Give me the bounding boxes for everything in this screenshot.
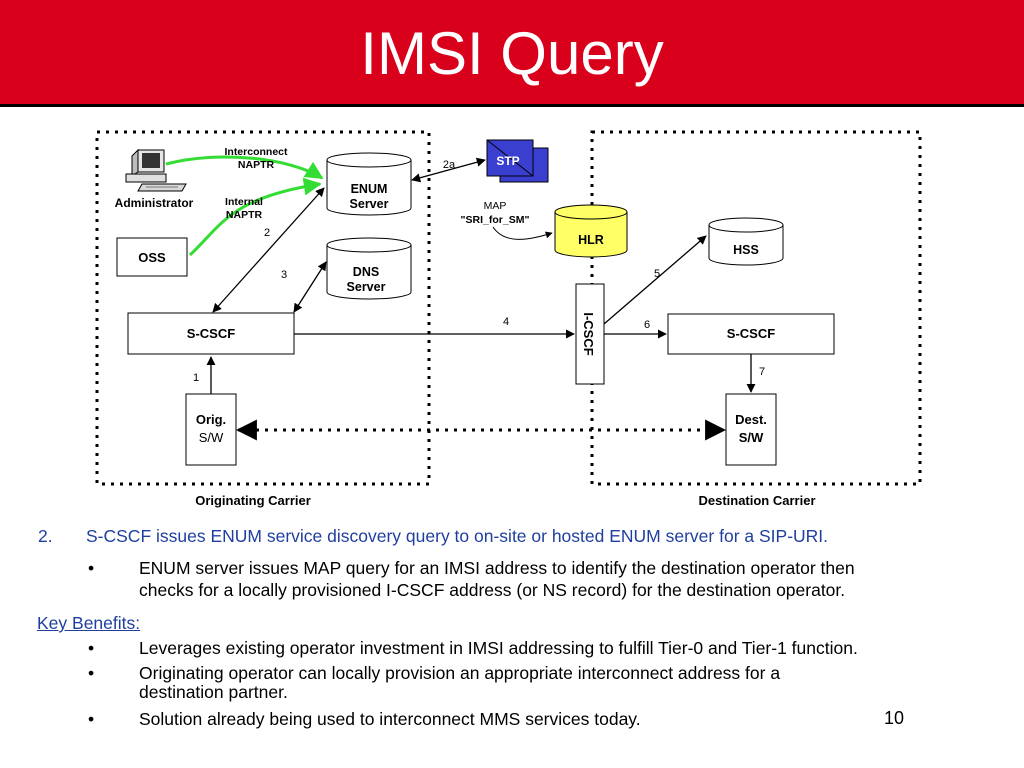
originating-carrier-label: Originating Carrier — [195, 493, 311, 508]
hlr-database — [554, 204, 628, 258]
stp-label: STP — [496, 154, 519, 168]
dns-server-label-line2: Server — [347, 280, 386, 294]
title-bar — [0, 0, 1024, 104]
icscf-box — [575, 283, 605, 385]
enum-server-label-line1: ENUM — [351, 182, 388, 196]
step-2a-arrow — [411, 157, 486, 183]
step-2-arrow — [212, 187, 325, 313]
enum-server — [326, 152, 412, 216]
map-label-line2: "SRI_for_SM" — [461, 214, 530, 226]
title-underline — [0, 104, 1024, 107]
step-6-label: 6 — [644, 319, 650, 331]
step-3-label: 3 — [281, 269, 287, 281]
orig-sw-label-line2: S/W — [199, 430, 224, 445]
orig-scscf-box — [127, 312, 295, 355]
step-2a-label: 2a — [443, 159, 456, 171]
hlr-label: HLR — [578, 233, 604, 247]
item-text: S-CSCF issues ENUM service discovery que… — [86, 526, 829, 546]
benefit-2-marker: • — [88, 663, 95, 683]
step-7-label: 7 — [759, 366, 765, 378]
interconnect-naptr-line — [165, 155, 324, 180]
sub-bullet-line1: ENUM server issues MAP query for an IMSI… — [139, 558, 855, 578]
destination-carrier-box — [590, 130, 922, 486]
page-number: 10 — [884, 708, 905, 728]
benefit-2-line2: destination partner. — [139, 682, 288, 702]
dest-sw-label-line2: S/W — [739, 430, 764, 445]
dest-sw-label-line1: Dest. — [735, 412, 767, 427]
benefit-1-marker: • — [88, 638, 95, 658]
step-4-label: 4 — [503, 316, 509, 328]
dns-server-label-line1: DNS — [353, 265, 379, 279]
step-5-arrow — [603, 235, 707, 325]
orig-scscf-label: S-CSCF — [187, 326, 235, 341]
key-benefits-heading: Key Benefits: — [37, 613, 141, 633]
interconnect-naptr-label-line1: Interconnect — [224, 146, 288, 158]
map-label-line1: MAP — [484, 200, 507, 212]
benefit-3-text: Solution already being used to interconn… — [139, 709, 641, 729]
destination-carrier-label: Destination Carrier — [698, 493, 815, 508]
step-1-label: 1 — [193, 372, 199, 384]
benefit-2-line1: Originating operator can locally provisi… — [139, 663, 781, 683]
computer-icon — [125, 148, 187, 192]
orig-sw-label-line1: Orig. — [196, 412, 226, 427]
oss-label: OSS — [138, 250, 166, 265]
map-query-arrow — [492, 226, 553, 240]
orig-sw-box — [185, 393, 237, 466]
dest-scscf-label: S-CSCF — [727, 326, 775, 341]
interconnect-naptr-label-line2: NAPTR — [238, 159, 275, 171]
benefit-1-text: Leverages existing operator investment i… — [139, 638, 858, 658]
oss-box — [116, 237, 188, 277]
dns-server — [326, 237, 412, 300]
step-2-label: 2 — [264, 227, 270, 239]
sub-bullet-line2: checks for a locally provisioned I-CSCF … — [139, 580, 846, 600]
benefit-3-marker: • — [88, 709, 95, 729]
hss-database — [708, 217, 784, 266]
sub-bullet-marker: • — [88, 558, 95, 578]
dest-sw-box — [725, 393, 777, 466]
administrator-label: Administrator — [115, 196, 194, 210]
icscf-label: I-CSCF — [581, 312, 596, 355]
slide-title: IMSI Query — [360, 20, 664, 87]
step-3-arrow — [293, 261, 327, 313]
hss-label: HSS — [733, 243, 759, 257]
stp-node — [486, 139, 549, 183]
item-number: 2. — [38, 526, 53, 546]
step-5-label: 5 — [654, 268, 660, 280]
enum-server-label-line2: Server — [350, 197, 389, 211]
